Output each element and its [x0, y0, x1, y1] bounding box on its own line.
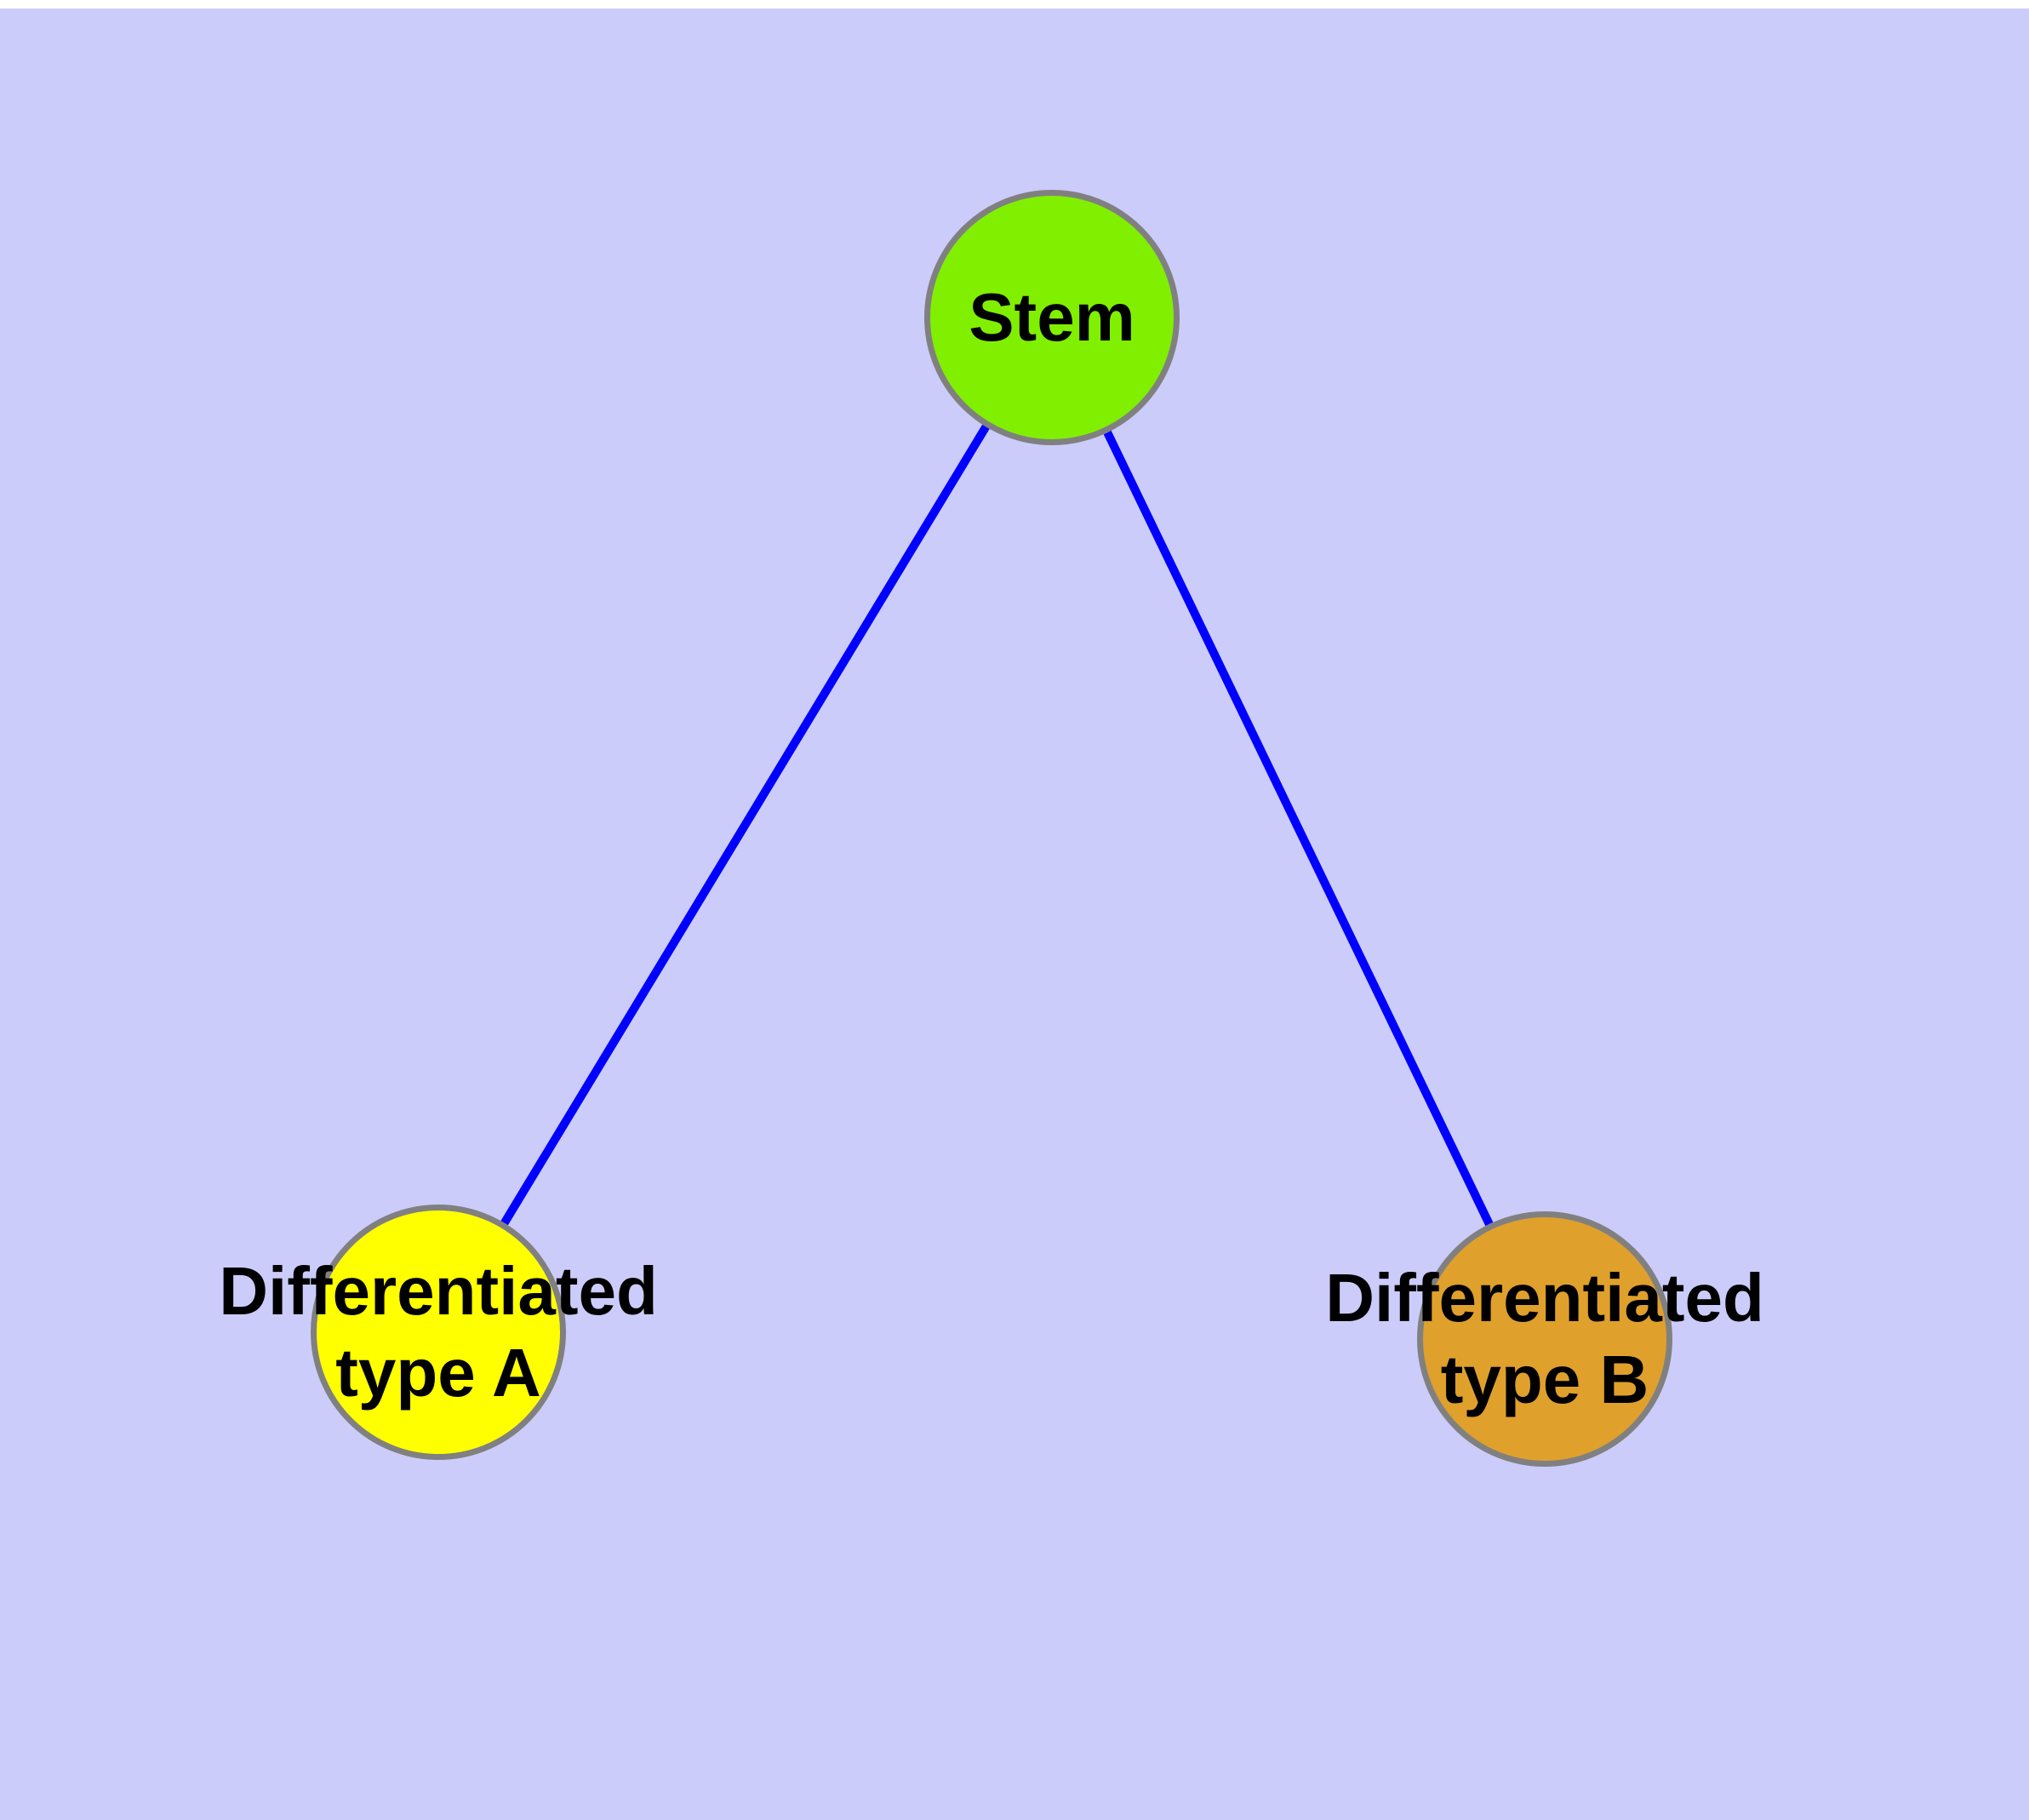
node-differentiated-type-b[interactable] — [1417, 1211, 1672, 1467]
graph-svg — [311, 190, 1672, 1467]
node-layer — [311, 190, 1672, 1467]
edge-stem-to-differentiated-a — [500, 424, 990, 1226]
node-stem[interactable] — [924, 190, 1180, 445]
edge-layer — [500, 424, 1494, 1227]
plot-background: Stem Differentiated type A Differentiate… — [0, 9, 2029, 1820]
node-differentiated-type-a[interactable] — [311, 1205, 566, 1460]
edge-stem-to-differentiated-b — [1103, 430, 1494, 1227]
